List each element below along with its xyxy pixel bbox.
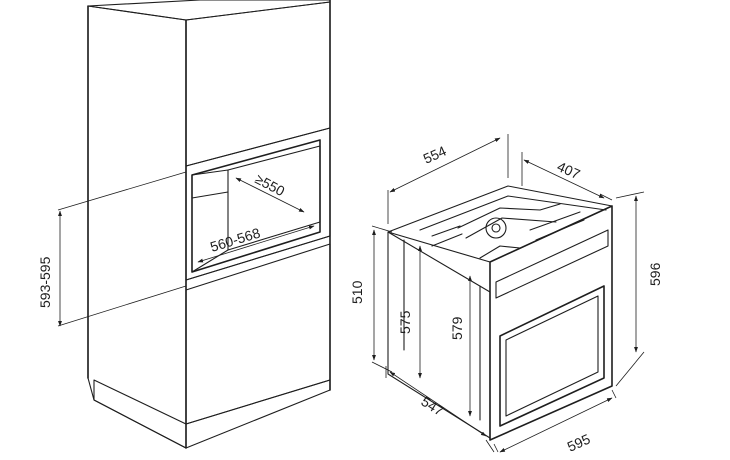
niche-left-side — [191, 169, 229, 273]
oven-top-back-edge — [419, 195, 607, 231]
niche-height-label: 593-595 — [37, 256, 53, 308]
niche-opening — [191, 139, 321, 273]
cabinet-plinth — [93, 379, 331, 449]
oven-width-label: 595 — [565, 431, 593, 455]
oven-top-width-dimension: 554 — [387, 134, 509, 224]
cabinet-outline — [87, 0, 331, 449]
oven-inner-height-a-dimension: 575 — [397, 245, 422, 379]
tall-cabinet — [87, 0, 331, 449]
oven-width-dimension: 595 — [493, 389, 617, 455]
oven-door-inner — [505, 295, 599, 417]
oven — [387, 185, 613, 441]
oven-top-grate — [431, 203, 585, 259]
niche-back-wall — [227, 145, 321, 251]
oven-door-window — [499, 285, 605, 427]
oven-control-strip — [495, 229, 609, 299]
oven-height-right-label: 596 — [647, 262, 663, 286]
niche-height-dimension: 593-595 — [37, 171, 187, 327]
oven-top-depth-label: 407 — [555, 158, 583, 182]
oven-depth-dimension: 547 — [385, 366, 495, 453]
oven-height-right-dimension: 596 — [615, 191, 663, 387]
oven-depth-label: 547 — [418, 393, 446, 419]
oven-top-depth-dimension: 407 — [521, 152, 613, 201]
plinth-top — [185, 235, 331, 281]
oven-inner-height-a-label: 575 — [397, 310, 413, 334]
niche-width-dimension: 560-568 — [197, 224, 315, 263]
oven-height-left-label: 510 — [349, 280, 365, 304]
oven-inner-height-b-label: 579 — [449, 316, 465, 340]
niche-frame — [185, 127, 331, 281]
oven-height-left-dimension: 510 — [349, 225, 393, 373]
oven-top-width-label: 554 — [421, 143, 449, 167]
cabinet-side-panel — [87, 5, 187, 449]
oven-inner-height-b-dimension: 579 — [449, 275, 472, 417]
niche-depth-dimension: ≥550 — [235, 171, 305, 213]
oven-side-trim — [403, 239, 481, 421]
oven-top — [387, 185, 613, 263]
upper-door — [185, 1, 331, 167]
oven-front-panel — [489, 205, 613, 441]
lower-door — [185, 243, 331, 425]
